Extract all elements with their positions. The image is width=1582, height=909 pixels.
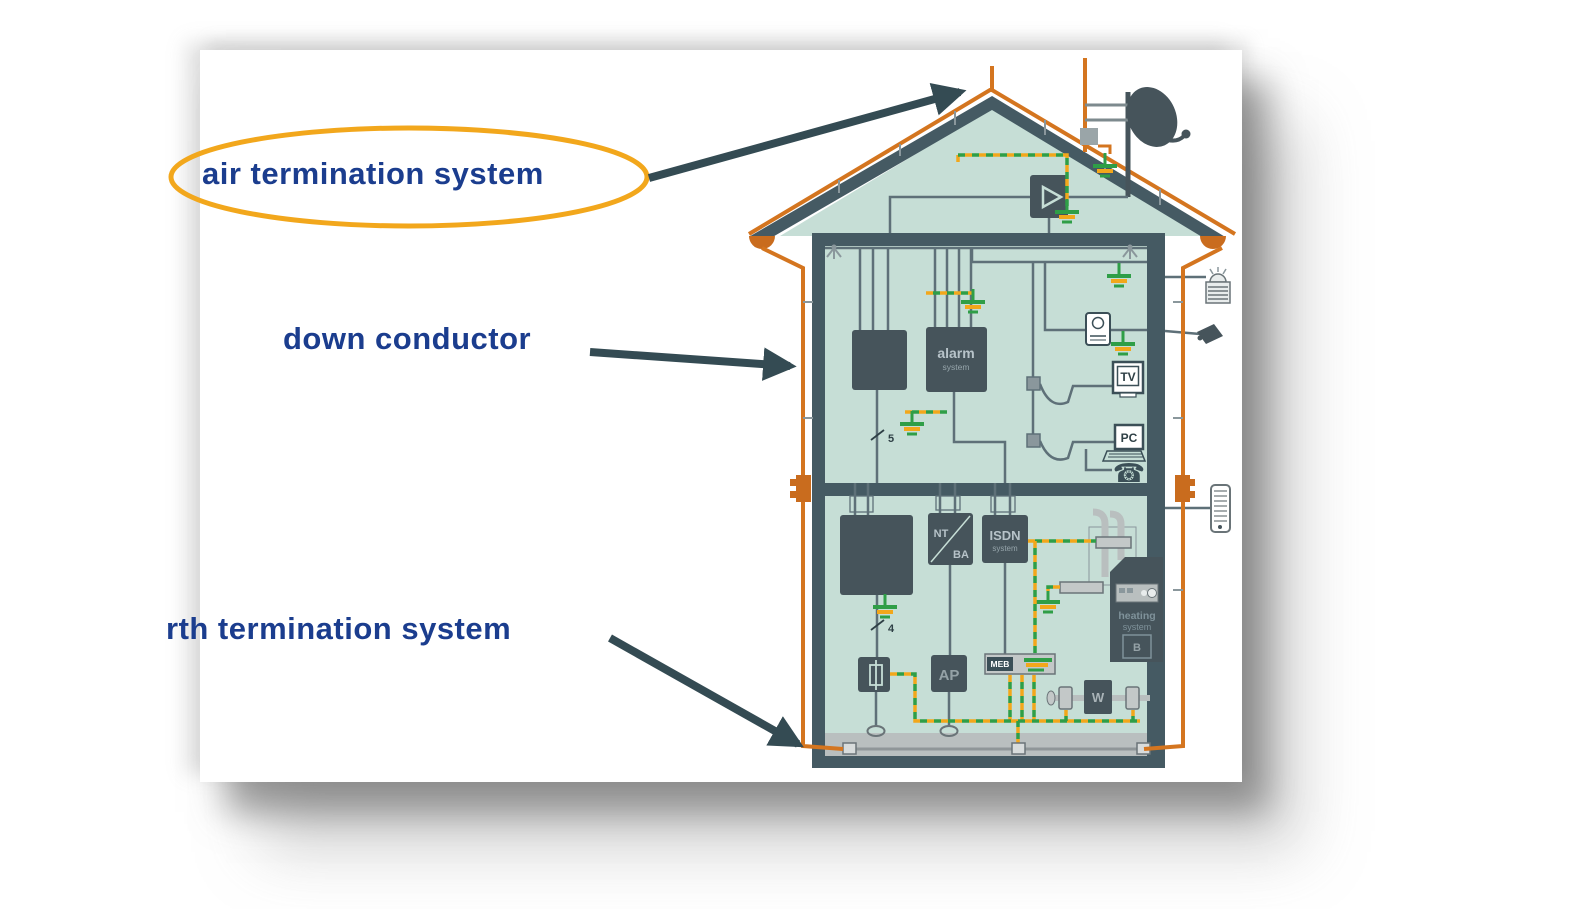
earth-connector: [842, 742, 857, 755]
heating-label: heating: [1118, 610, 1155, 622]
arrow-down-conductor: [589, 347, 797, 381]
ap-label: AP: [939, 667, 960, 684]
ap-box: AP: [931, 655, 967, 692]
wire-mark-lower: 4: [870, 619, 895, 635]
camera-icon: [1197, 324, 1223, 344]
lightning-protection-diagram: alarm system 5 TV: [168, 58, 1237, 768]
svg-text:5: 5: [888, 433, 894, 445]
distribution-box-upper: [852, 330, 907, 390]
tv-label: TV: [1120, 370, 1135, 384]
upper-floor-wiring: [825, 246, 1211, 510]
arrow-earth-termination: [608, 634, 804, 748]
test-clamp: [1175, 475, 1195, 502]
air-termination-conductor: [747, 66, 1237, 236]
alarm-system-box: alarm system: [926, 327, 987, 392]
water-meter: W: [1046, 680, 1150, 714]
ground-bonding-conductors: [890, 539, 1140, 744]
label-earth-termination: rth termination system: [166, 611, 512, 646]
nt-label: NT: [934, 528, 949, 540]
phone-icon: ☎: [1113, 458, 1145, 488]
attic-amplifier-box: [1030, 175, 1068, 218]
attic-bonding-conductor: [956, 153, 1069, 206]
floor-divider: [825, 483, 1147, 496]
gutter-icon: [749, 236, 775, 249]
highlight-ellipse: [168, 125, 650, 229]
ba-label: BA: [953, 549, 969, 561]
pipe-flange: [1125, 686, 1140, 710]
earth-termination-electrode: [835, 742, 1151, 755]
pipe-flange: [1058, 686, 1073, 710]
roof: [748, 96, 1226, 248]
distribution-box-lower: [840, 515, 913, 595]
pc-icon: PC: [1113, 423, 1145, 451]
slide-panel: alarm system 5 TV: [166, 50, 1242, 782]
appliance-icon: [1085, 312, 1111, 346]
wire-mark-upper: 5: [870, 429, 894, 445]
wire-sleeve: [939, 725, 959, 737]
test-clamp: [790, 475, 811, 502]
water-meter-label: W: [1092, 690, 1105, 705]
isdn-label: ISDN: [989, 528, 1020, 543]
siren-icon: [1205, 267, 1231, 304]
mast-bond-bracket: [1098, 144, 1112, 154]
arrow-air-termination: [647, 82, 967, 182]
attic-interior: [780, 108, 1204, 236]
play-triangle-icon: [1041, 184, 1064, 210]
isdn-sublabel: system: [992, 544, 1018, 553]
meb-bar: MEB: [984, 653, 1056, 675]
surge-arrester-box: [858, 657, 890, 692]
junction-box: [1026, 433, 1041, 448]
keyboard-icon: [1101, 450, 1147, 462]
earth-connector: [1011, 742, 1026, 755]
junction-box: [1026, 376, 1041, 391]
burner-label: B: [1133, 642, 1141, 654]
isdn-box: ISDN system: [982, 515, 1028, 563]
label-air-termination: air termination system: [202, 156, 544, 191]
down-conductor-left: [761, 246, 844, 751]
wire-sleeve: [866, 725, 886, 737]
label-down-conductor: down conductor: [283, 321, 532, 356]
nt-ba-box: NT BA: [928, 513, 973, 565]
gutter-icon: [1200, 236, 1226, 249]
pipe-clamp: [1095, 536, 1132, 549]
riser-pipes: [1059, 508, 1137, 594]
pipe-clamp: [1059, 581, 1104, 594]
thermometer-icon: [1210, 484, 1231, 533]
alarm-sublabel: system: [943, 362, 970, 372]
alarm-label: alarm: [937, 345, 974, 361]
satellite-dish-icon: [1126, 87, 1191, 147]
heating-sublabel: system: [1123, 622, 1152, 632]
heating-system-box: heating system B: [1110, 557, 1163, 662]
mast-junction-box: [1080, 128, 1098, 145]
tv-icon: TV: [1111, 360, 1145, 398]
meb-label: MEB: [991, 659, 1010, 669]
conduit-loops: [849, 495, 1016, 513]
pc-label: PC: [1121, 431, 1138, 445]
svg-text:4: 4: [888, 623, 895, 635]
down-conductor-right: [1143, 246, 1223, 751]
